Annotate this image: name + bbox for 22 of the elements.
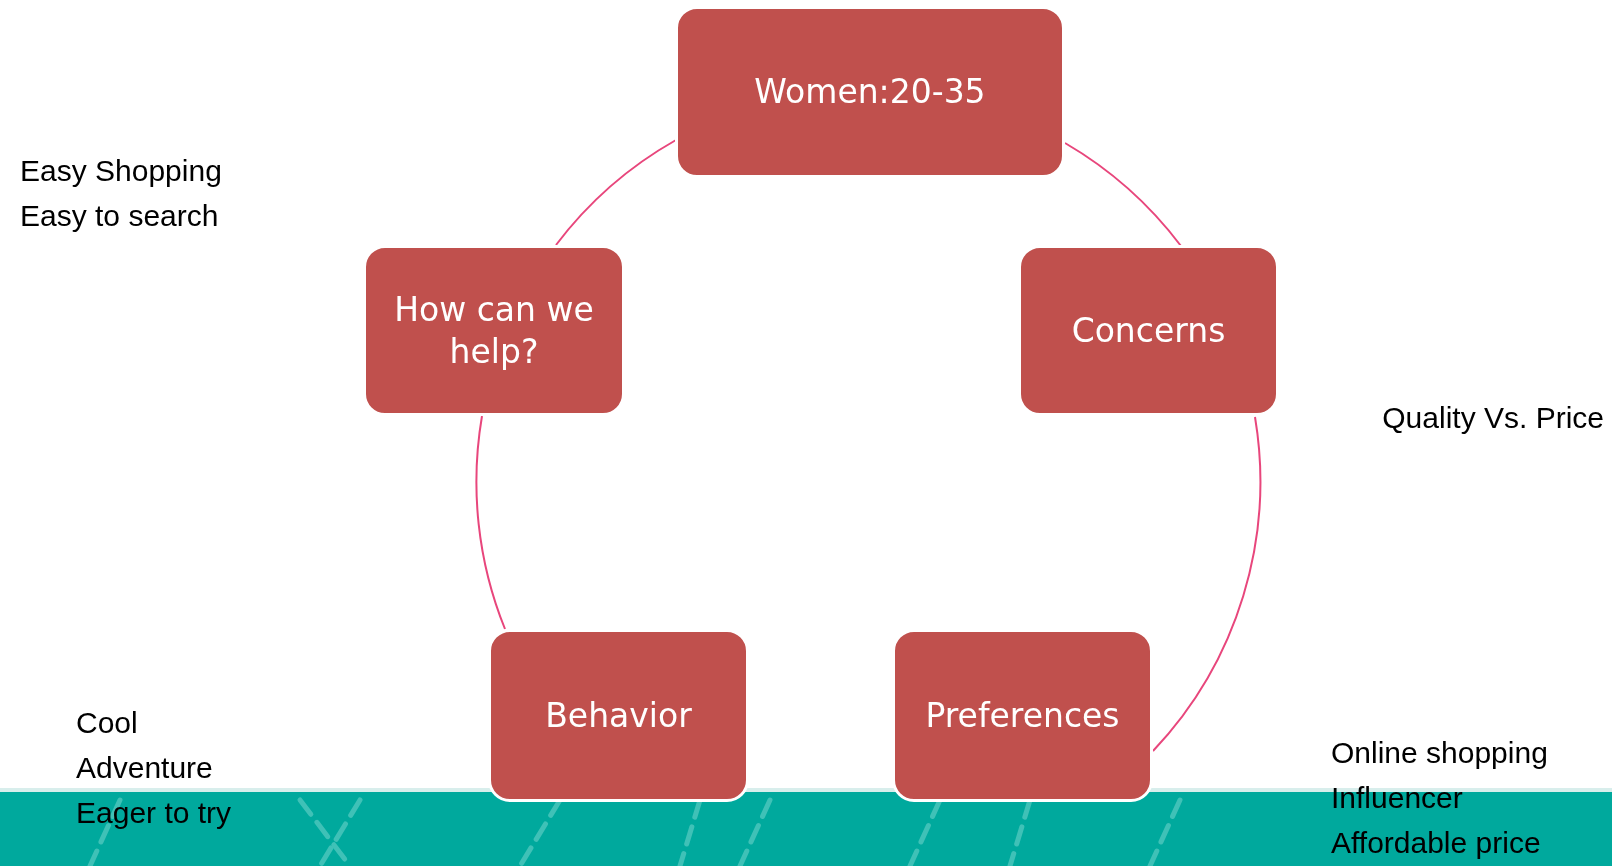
rounded-box <box>363 245 625 416</box>
box-label: Behavior <box>544 694 693 737</box>
box-label: Preferences <box>924 694 1121 737</box>
rounded-box <box>675 6 1065 178</box>
connector-arc <box>1152 416 1261 752</box>
box-label: How can we help? <box>393 289 595 372</box>
annotation-text: Easy Shopping <box>20 153 222 189</box>
box-label: Concerns <box>1070 309 1227 352</box>
rounded-box <box>488 629 749 802</box>
annotation-text: Affordable price <box>1331 825 1541 861</box>
box-label: Women:20-35 <box>753 71 987 113</box>
rounded-box <box>1018 245 1279 416</box>
annotation-text: Eager to try <box>76 795 232 831</box>
connector-arc <box>1064 142 1182 247</box>
annotation-text: Cool <box>76 705 138 741</box>
annotation-text: Easy to search <box>20 198 219 234</box>
annotation-text: Quality Vs. Price <box>1382 400 1604 436</box>
rounded-box <box>892 629 1153 802</box>
annotation-text: Online shopping <box>1331 735 1548 771</box>
annotation-text: Adventure <box>76 750 213 786</box>
connector-arc <box>475 415 506 630</box>
connector-arc <box>555 139 677 246</box>
